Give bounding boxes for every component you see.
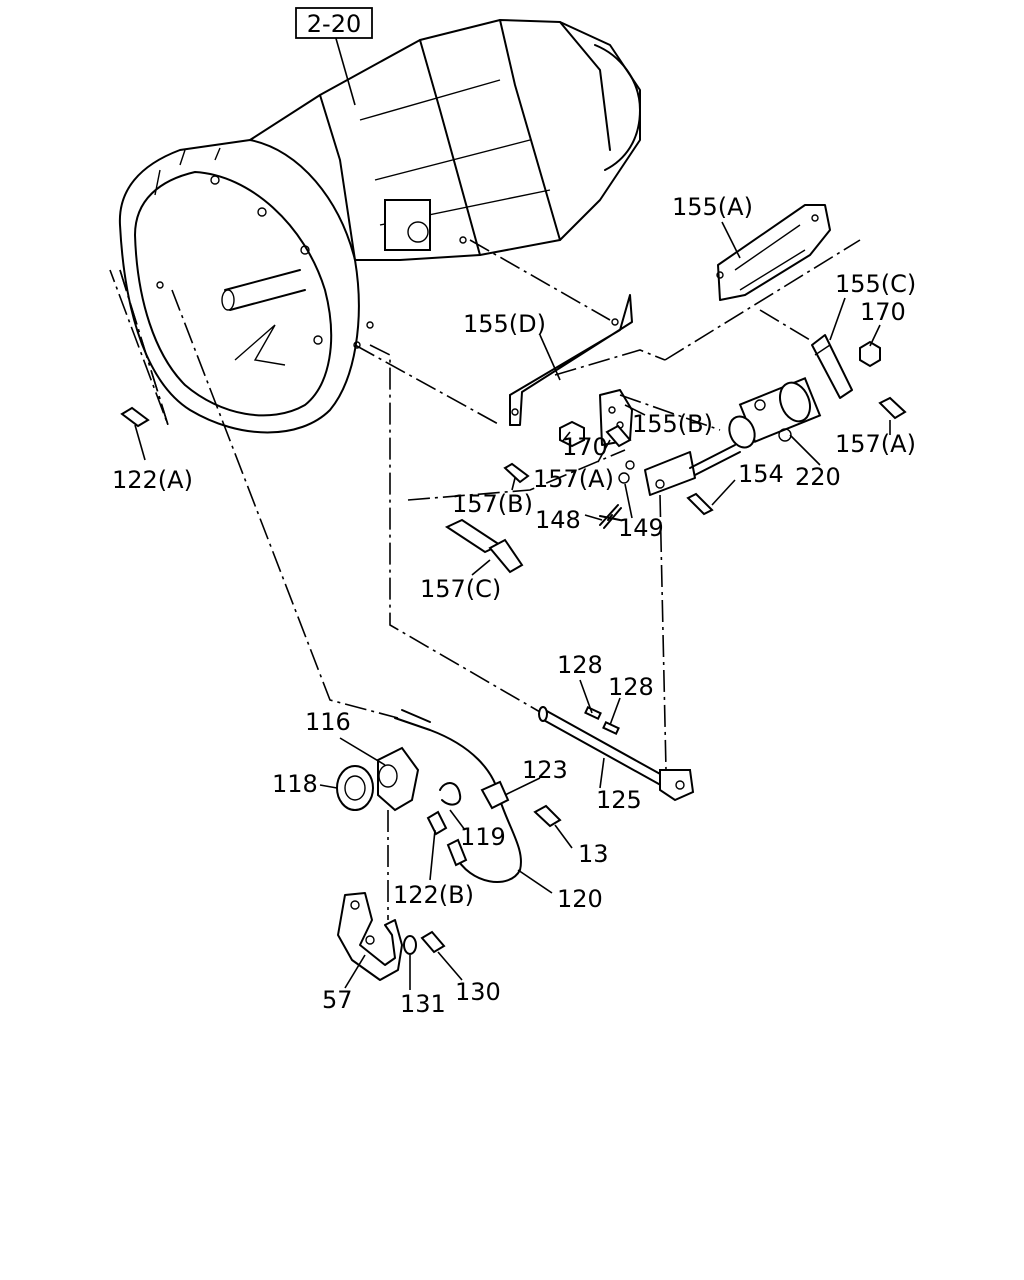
callout-13: 13: [578, 840, 609, 868]
callout-131: 131: [400, 990, 446, 1018]
callout-labels: 155(A) 155(C) 170 155(D) 155(B) 170 157(…: [112, 193, 916, 1018]
callout-57: 57: [322, 986, 353, 1014]
callout-116: 116: [305, 708, 351, 736]
callout-128-right: 128: [608, 673, 654, 701]
bracket-155c: [811, 334, 853, 399]
assembly-lines: [109, 239, 861, 920]
callout-122a: 122(A): [112, 466, 193, 494]
fasteners: [120, 340, 907, 736]
callout-157a-right: 157(A): [835, 430, 916, 458]
callout-155a: 155(A): [672, 193, 753, 221]
callout-170-top: 170: [860, 298, 906, 326]
shaft-125: [538, 706, 695, 802]
callout-155d: 155(D): [463, 310, 546, 338]
lever-154: [644, 451, 696, 496]
callout-155b: 155(B): [632, 410, 713, 438]
callout-125: 125: [596, 786, 642, 814]
callout-220: 220: [795, 463, 841, 491]
callout-118: 118: [272, 770, 318, 798]
callout-170-mid: 170: [562, 433, 608, 461]
callout-148: 148: [535, 506, 581, 534]
callout-120: 120: [557, 885, 603, 913]
transmission-housing: [118, 19, 641, 434]
bracket-155d: [509, 294, 633, 426]
callout-119: 119: [460, 823, 506, 851]
callout-123: 123: [522, 756, 568, 784]
leader-lines: [134, 221, 891, 990]
callout-122b: 122(B): [393, 881, 474, 909]
release-bearing-group: [336, 709, 562, 981]
reference-box-label: 2-20: [307, 10, 361, 38]
callout-149: 149: [618, 514, 664, 542]
callout-155c: 155(C): [835, 270, 916, 298]
callout-157a-mid: 157(A): [533, 465, 614, 493]
callout-128-left: 128: [557, 651, 603, 679]
callout-154: 154: [738, 460, 784, 488]
reference-box: [295, 7, 373, 39]
bracket-155a: [716, 204, 831, 301]
clutch-actuator-220: [689, 377, 822, 476]
callout-130: 130: [455, 978, 501, 1006]
callout-157b: 157(B): [452, 490, 533, 518]
callout-157c: 157(C): [420, 575, 501, 603]
